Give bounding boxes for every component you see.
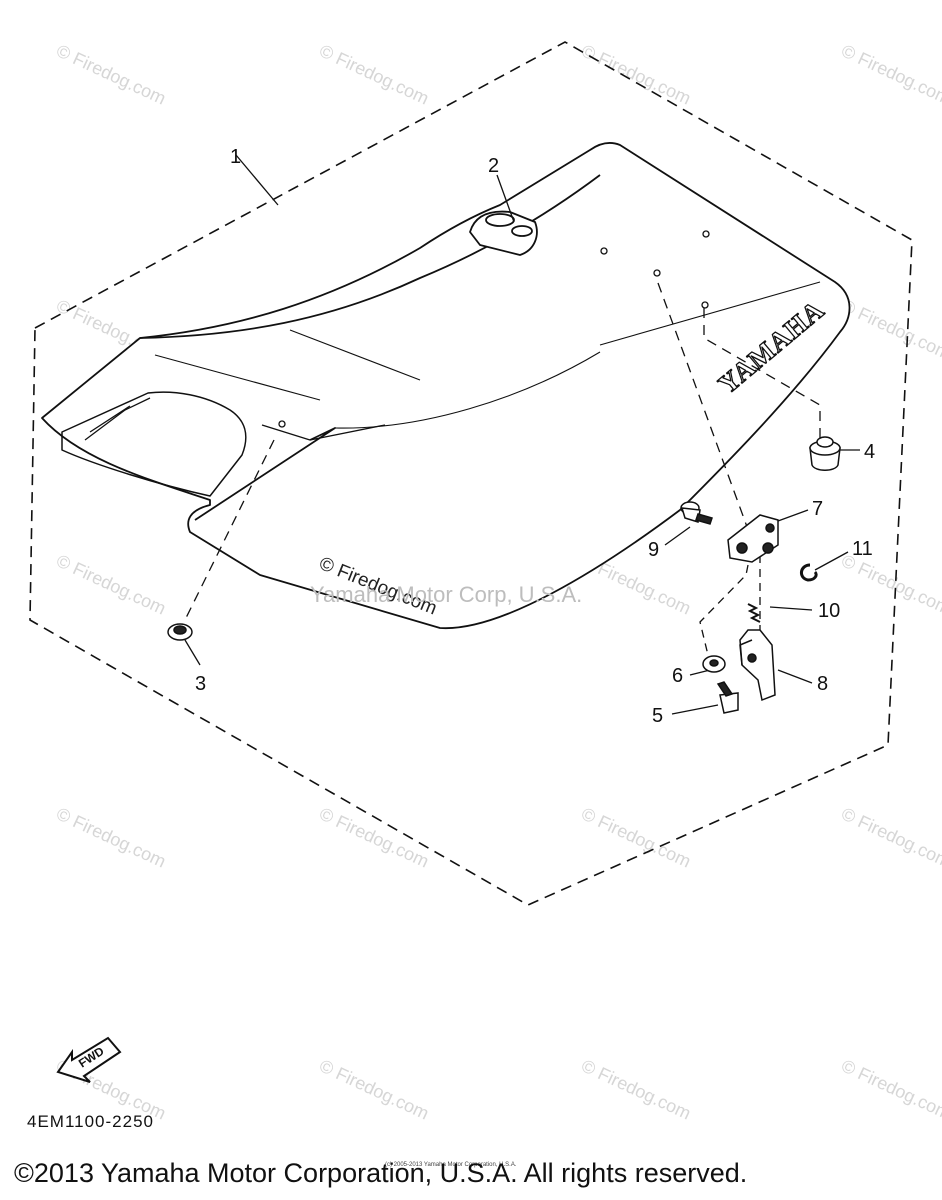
seat: YAMAHA © Firedog.com bbox=[41, 142, 851, 629]
watermark: © Firedog.com bbox=[53, 40, 169, 108]
callouts: 1 2 3 4 5 6 7 8 9 10 11 bbox=[195, 146, 875, 727]
callout-2: 2 bbox=[488, 155, 499, 177]
copyright-footer: ©2013 Yamaha Motor Corporation, U.S.A. A… bbox=[14, 1158, 748, 1188]
watermark: © Firedog.com bbox=[316, 803, 432, 871]
drawing-code: 4EM1100-2250 bbox=[27, 1112, 154, 1131]
watermark: © Firedog.com bbox=[578, 1055, 694, 1123]
part-9-bolt bbox=[680, 501, 713, 525]
part-4-damper bbox=[809, 436, 841, 471]
watermark: © Firedog.com bbox=[578, 40, 694, 108]
callout-7: 7 bbox=[812, 498, 823, 520]
hardware-parts bbox=[167, 436, 841, 714]
callout-10: 10 bbox=[818, 600, 840, 622]
callout-5: 5 bbox=[652, 705, 663, 727]
callout-6: 6 bbox=[672, 665, 683, 687]
callout-8: 8 bbox=[817, 673, 828, 695]
tiny-copyright-note: (c) 2005-2013 Yamaha Motor Corporation, … bbox=[385, 1162, 517, 1168]
watermark: © Firedog.com bbox=[316, 40, 432, 108]
watermark: © Firedog.com bbox=[838, 295, 942, 363]
callout-3: 3 bbox=[195, 673, 206, 695]
watermark: © Firedog.com bbox=[578, 803, 694, 871]
part-7-bracket bbox=[727, 514, 779, 563]
part-8-latch bbox=[739, 629, 776, 702]
part-10-spring bbox=[747, 603, 761, 623]
watermark: © Firedog.com bbox=[838, 40, 942, 108]
watermark: © Firedog.com bbox=[316, 1055, 432, 1123]
watermark: © Firedog.com bbox=[838, 803, 942, 871]
center-watermark: Yamaha Motor Corp, U.S.A. bbox=[310, 582, 582, 607]
part-3-grommet bbox=[167, 623, 193, 641]
assembly-boundary bbox=[29, 41, 913, 906]
part-11-clip bbox=[800, 563, 818, 582]
part-6-washer bbox=[702, 655, 726, 673]
watermark: © Firedog.com bbox=[838, 550, 942, 618]
callout-1: 1 bbox=[230, 146, 241, 168]
callout-11: 11 bbox=[852, 538, 873, 560]
watermark: © Firedog.com bbox=[53, 550, 169, 618]
watermark: © Firedog.com bbox=[838, 1055, 942, 1123]
part-5-screw bbox=[716, 681, 739, 714]
watermark: © Firedog.com bbox=[53, 803, 169, 871]
callout-9: 9 bbox=[648, 539, 659, 561]
callout-4: 4 bbox=[864, 441, 875, 463]
